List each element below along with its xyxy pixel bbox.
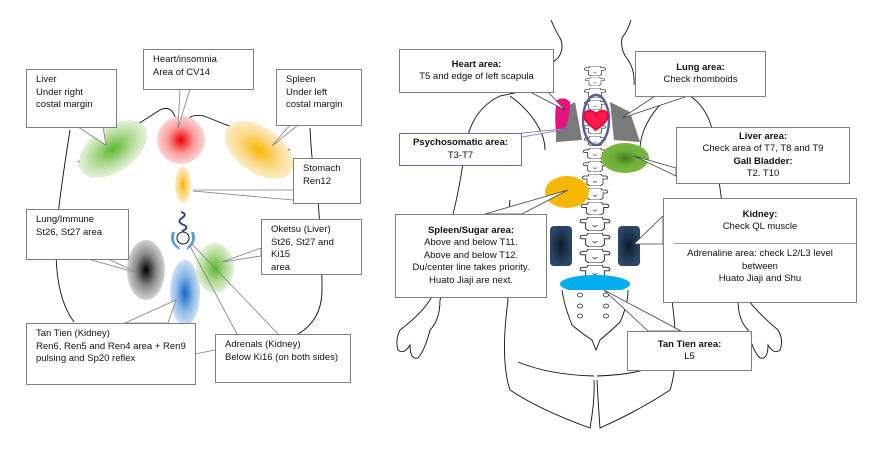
stomach-zone (175, 167, 191, 203)
psychosomatic-zone (581, 93, 611, 147)
abdomen-diagram (55, 88, 323, 355)
adrenals-callout: Adrenals (Kidney) Below Ki16 (on both si… (215, 334, 351, 383)
liver-callout-line: Liver (36, 74, 57, 85)
spleen-sugar-line: Huato Jiaji are next. (429, 274, 513, 286)
oketsu-callout: Oketsu (Liver) St26, St27 and Ki15 area (261, 219, 362, 275)
tantien-callout-line: Ren6, Ren5 and Ren4 area + Ren9 (36, 340, 186, 352)
heart-callout-line: Area of CV14 (153, 66, 211, 78)
heart-area-line: T5 and edge of left scapula (419, 71, 534, 82)
adrenal-right-icon (186, 232, 195, 250)
adrenaline-line: Huato Jiaji and Shu (718, 273, 802, 284)
tantien-callout: Tan Tien (Kidney) Ren6, Ren5 and Ren4 ar… (26, 323, 196, 385)
kidney-callout-bottom: Adrenaline area: check L2/L3 level betwe… (664, 244, 856, 286)
kidney-divider (674, 243, 856, 244)
spleen-sugar-line: Above and below T12. (423, 249, 519, 261)
tantien-area-title: Tan Tien area: (657, 338, 722, 350)
heart-area-title: Heart area: (451, 58, 502, 70)
tantien-callout-line: Tan Tien (Kidney) (36, 328, 110, 339)
spleen-sugar-line: Du/center line takes priority. (412, 262, 530, 274)
psychosomatic-callout: Psychosomatic area: T3-T7 (399, 133, 522, 166)
tantien-back-zone (560, 275, 630, 293)
adrenal-left-icon (171, 232, 180, 250)
navel-icon (176, 231, 190, 245)
liver-back-zone (601, 143, 649, 173)
liver-callout-line: costal margin (36, 99, 93, 110)
left-callout-pointers (76, 88, 300, 355)
liver-callout-line: Under right (36, 86, 83, 98)
kidney-right (618, 226, 640, 266)
spleen-sugar-line: Above and below T11. (424, 237, 518, 249)
spine (579, 66, 611, 279)
heart-icon (583, 109, 609, 131)
lung-area-line: Check rhomboids (663, 74, 738, 85)
spleen-zone (225, 121, 293, 179)
liver-area-callout: Liver area: Check area of T7, T8 and T9 … (676, 127, 850, 184)
kidney-title: Kidney: (742, 208, 778, 220)
adrenals-callout-line: Below Ki16 (on both sides) (225, 351, 339, 363)
stomach-callout: Stomach Ren12 (293, 158, 361, 204)
kidney-callout: Kidney: Check QL muscle Adrenaline area:… (663, 198, 857, 303)
spleen-sugar-callout: Spleen/Sugar area: Above and below T11. … (395, 214, 547, 298)
squiggle-icon (178, 211, 188, 232)
spleen-callout-line: costal margin (286, 99, 343, 110)
lung-area-title: Lung area: (676, 61, 725, 73)
spleen-callout-line: Spleen (286, 74, 316, 85)
tantien-area-line: L5 (684, 351, 695, 362)
adrenaline-line: between (742, 260, 778, 272)
sacral-foramina (577, 292, 609, 319)
liver-callout: Liver Under right costal margin (26, 69, 117, 128)
lung-area-callout: Lung area: Check rhomboids (635, 51, 766, 97)
oketsu-callout-line: area (271, 261, 291, 273)
liver-area-title: Liver area: (738, 130, 788, 142)
tantien-zone (170, 260, 200, 326)
gall-bladder-title: Gall Bladder: (733, 155, 793, 167)
stomach-callout-line: Stomach (303, 163, 341, 174)
lung-zone-right (610, 102, 640, 142)
kidney-line: Check QL muscle (722, 221, 798, 232)
adrenals-callout-line: Adrenals (Kidney) (225, 339, 301, 350)
oketsu-callout-line: St26, St27 and Ki15 (271, 236, 334, 261)
spleen-callout-line: Under left (286, 86, 328, 98)
liver-area-line: Check area of T7, T8 and T9 (702, 143, 824, 154)
psychosomatic-line: T3-T7 (447, 149, 474, 161)
tantien-callout-line: pulsing and Sp20 reflex (36, 353, 136, 364)
tantien-area-callout: Tan Tien area: L5 (627, 331, 752, 371)
spleen-sugar-title: Spleen/Sugar area: (427, 224, 515, 236)
heart-area-callout: Heart area: T5 and edge of left scapula (399, 49, 554, 93)
psychosomatic-title: Psychosomatic area: (412, 137, 509, 148)
spleen-callout: Spleen Under left costal margin (276, 69, 362, 126)
oketsu-callout-line: Oketsu (Liver) (271, 224, 331, 235)
heart-callout-line: Heart/insomnia (153, 54, 217, 65)
heart-insomnia-callout: Heart/insomnia Area of CV14 (143, 49, 254, 90)
lung-callout-line: Lung/Immune (36, 214, 95, 225)
lung-callout-line: St26, St27 area (36, 226, 103, 238)
kidney-left (550, 226, 572, 266)
spleen-back-zone (545, 176, 589, 208)
gall-bladder-line: T2. T10 (746, 168, 780, 179)
adrenaline-line: Adrenaline area: check L2/L3 level (687, 248, 833, 259)
stomach-callout-line: Ren12 (303, 175, 331, 187)
lung-immune-callout: Lung/Immune St26, St27 area (26, 209, 129, 260)
lung-immune-zone (127, 240, 165, 300)
back-diagram (396, 19, 783, 429)
heart-zone (157, 116, 205, 164)
kidney-callout-top: Kidney: Check QL muscle (664, 199, 856, 243)
